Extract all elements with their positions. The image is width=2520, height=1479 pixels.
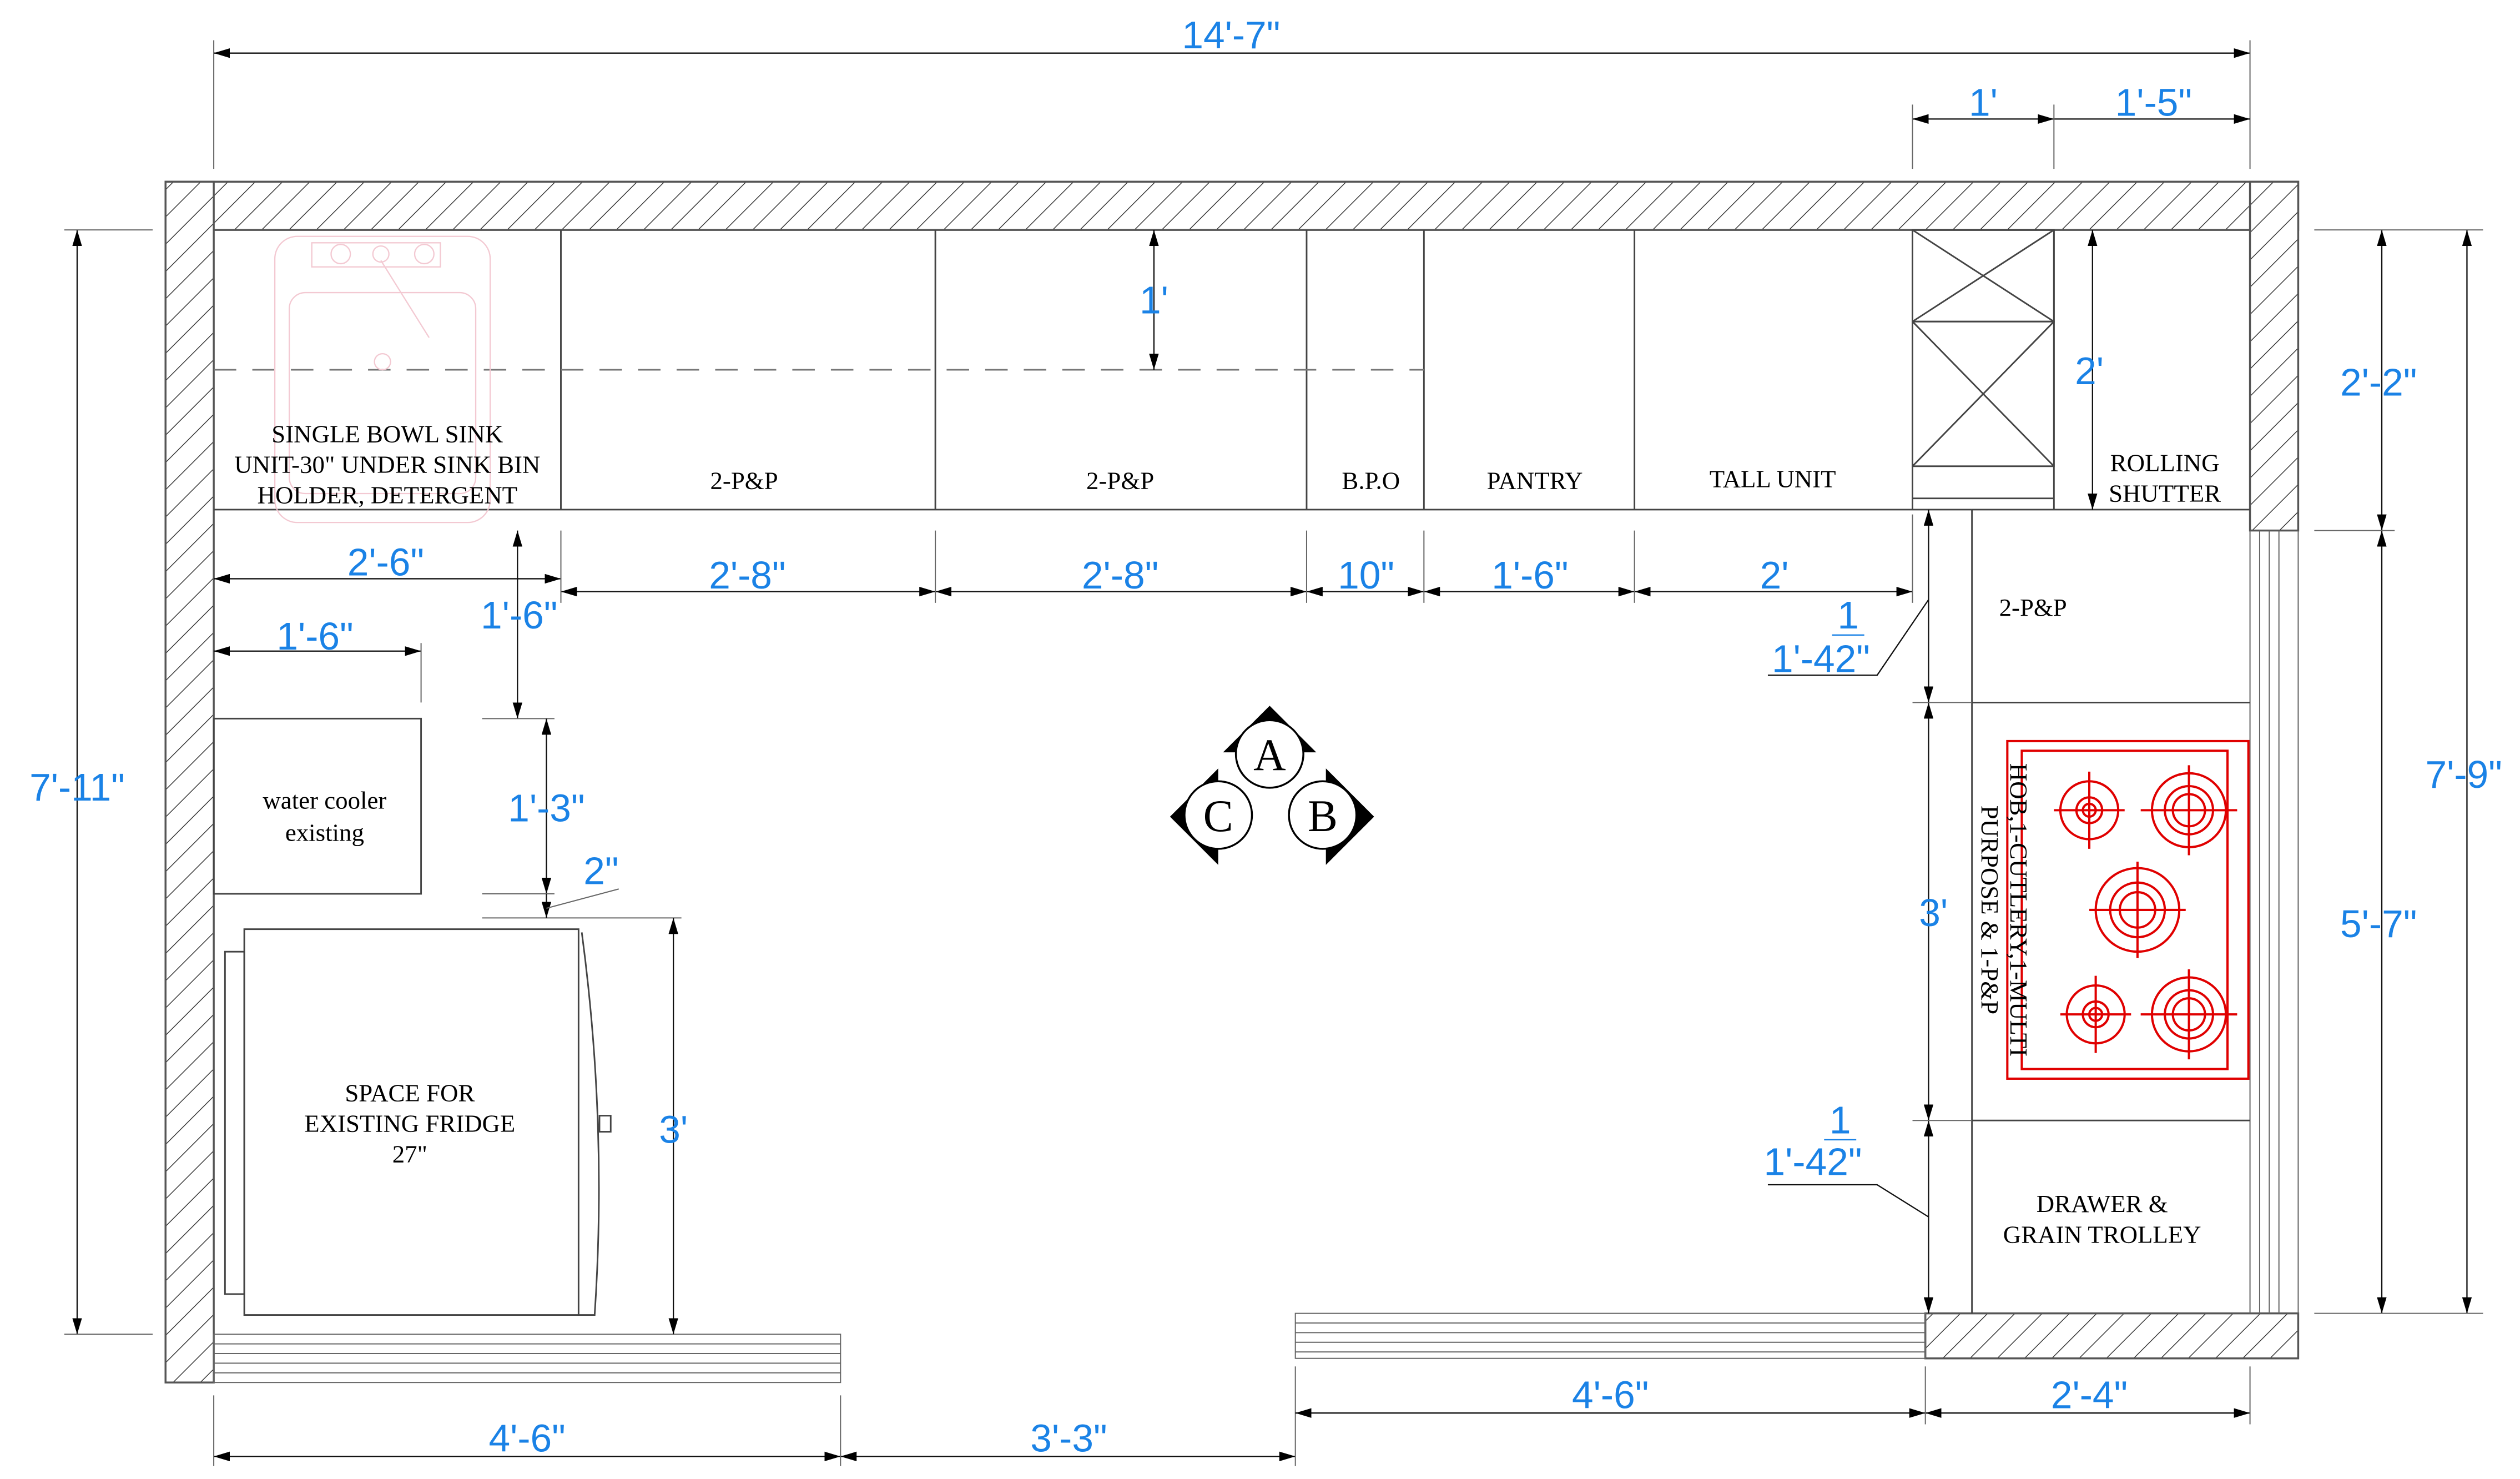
dim-label: 1'-6" bbox=[1491, 554, 1568, 597]
dim-label: 1 bbox=[1829, 1098, 1851, 1141]
dim-label: 1 bbox=[1837, 593, 1859, 637]
pp-label: 2-P&P bbox=[710, 466, 778, 494]
dim-label: 1' bbox=[1140, 279, 1168, 322]
hob-icon bbox=[2006, 740, 2250, 1080]
dim-label: 1'-42" bbox=[1764, 1140, 1862, 1184]
sink-label: HOLDER, DETERGENT bbox=[258, 481, 517, 509]
window-right bbox=[2249, 530, 2299, 1314]
top-cabinet-run bbox=[214, 229, 2055, 524]
dim-label: 1'-3" bbox=[508, 787, 584, 830]
dim-label: 1'-42" bbox=[1772, 637, 1870, 680]
dim-label: 1'-6" bbox=[481, 593, 557, 637]
water-cooler-label: water cooler bbox=[263, 787, 386, 814]
water-cooler-label: existing bbox=[285, 818, 364, 846]
dim-label: 3' bbox=[659, 1108, 688, 1151]
dimension-labels: 14'-7" 1' 1'-5" 1' 2' 2'-2" 7'-9" 5'-7" … bbox=[29, 13, 2502, 1460]
drawer-label: DRAWER & bbox=[2037, 1190, 2168, 1218]
dim-label: 10" bbox=[1338, 554, 1394, 597]
right-cabinet-run bbox=[1971, 509, 2250, 1314]
wall-top bbox=[164, 180, 2300, 231]
hob-label: HOB,1-CUTLERY,1-MULTI bbox=[2005, 763, 2033, 1057]
dim-label: 1'-5" bbox=[2115, 81, 2192, 124]
fridge-label: 27" bbox=[392, 1140, 427, 1168]
dim-label: 2" bbox=[583, 849, 618, 893]
wall-right-top bbox=[2249, 180, 2300, 532]
dim-label: 3' bbox=[1919, 891, 1948, 934]
window-bottom-left bbox=[213, 1334, 841, 1384]
view-marker-a: A bbox=[1253, 730, 1286, 780]
water-cooler bbox=[213, 717, 422, 895]
rolling-shutter-label: ROLLING bbox=[2110, 449, 2220, 476]
window-bottom-middle bbox=[1294, 1312, 1926, 1359]
pp-label: 2-P&P bbox=[1086, 466, 1154, 494]
bpo-label: B.P.O bbox=[1342, 466, 1400, 494]
dim-label: 4'-6" bbox=[489, 1417, 566, 1460]
burner-icon bbox=[2140, 765, 2237, 856]
dim-label: 3'-3" bbox=[1030, 1417, 1107, 1460]
drawer-label: GRAIN TROLLEY bbox=[2003, 1220, 2201, 1248]
view-marker-b: B bbox=[1308, 791, 1338, 841]
dim-label: 1'-6" bbox=[276, 615, 353, 658]
view-marker-c: C bbox=[1203, 791, 1233, 841]
dim-label: 2'-4" bbox=[2051, 1373, 2128, 1416]
dim-label: 7'-9" bbox=[2425, 753, 2502, 796]
fridge-label: SPACE FOR bbox=[345, 1079, 475, 1106]
dim-label: 1' bbox=[1969, 81, 1998, 124]
wall-left bbox=[164, 180, 215, 1384]
dim-label: 2' bbox=[1760, 554, 1789, 597]
burner-icon bbox=[2054, 771, 2125, 849]
dim-label: 5'-7" bbox=[2340, 902, 2417, 945]
sink-label: UNIT-30" UNDER SINK BIN bbox=[234, 450, 540, 478]
elevation-view-marker: A C B bbox=[1170, 706, 1374, 865]
sink-label: SINGLE BOWL SINK bbox=[271, 420, 503, 447]
dim-label: 2' bbox=[2075, 349, 2104, 393]
cabinet-labels: SINGLE BOWL SINK UNIT-30" UNDER SINK BIN… bbox=[234, 420, 2221, 1248]
dim-label: 2'-8" bbox=[1082, 554, 1158, 597]
sink-icon bbox=[274, 235, 491, 524]
burner-icon bbox=[2089, 862, 2186, 958]
dim-label: 2'-2" bbox=[2340, 360, 2417, 404]
dim-label: 7'-11" bbox=[29, 766, 125, 809]
dim-label: 4'-6" bbox=[1572, 1373, 1649, 1416]
hob-label: PURPOSE & 1-P&P bbox=[1976, 806, 2004, 1014]
pantry-label: PANTRY bbox=[1487, 466, 1583, 494]
burner-icon bbox=[2140, 969, 2237, 1060]
dim-label: 2'-8" bbox=[709, 554, 785, 597]
fridge-label: EXISTING FRIDGE bbox=[304, 1109, 515, 1137]
dim-label: 2'-6" bbox=[347, 541, 424, 584]
right-pp-label: 2-P&P bbox=[1999, 593, 2067, 621]
burner-icon bbox=[2060, 975, 2131, 1053]
dim-overall-width: 14'-7" bbox=[1182, 13, 1280, 57]
rolling-shutter-label: SHUTTER bbox=[2109, 479, 2221, 507]
walls bbox=[164, 180, 2300, 1384]
tall-unit-label: TALL UNIT bbox=[1710, 465, 1836, 492]
fridge bbox=[224, 928, 612, 1316]
dimension-lines bbox=[64, 40, 2483, 1466]
tall-unit-shelves bbox=[1912, 229, 2055, 500]
wall-bottom-right bbox=[1924, 1312, 2300, 1360]
